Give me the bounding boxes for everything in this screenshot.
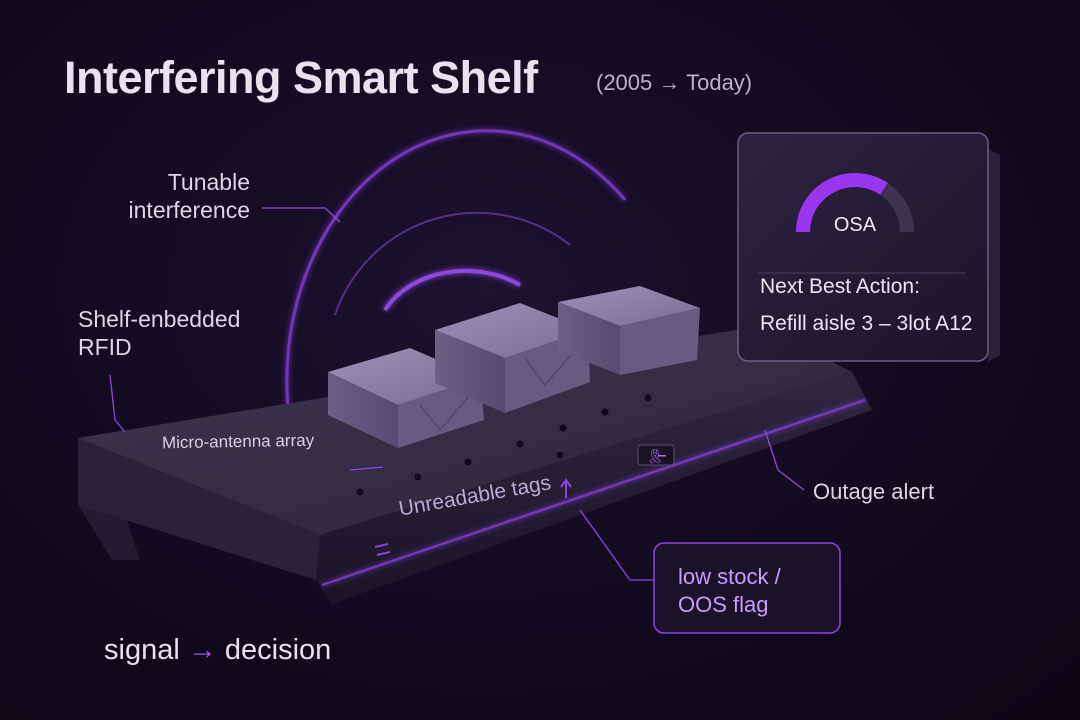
callout-rfid-line1: Shelf-enbedded [78,305,240,333]
shelf-tag: 🎗 [638,445,674,465]
page-title: Interfering Smart Shelf [64,52,538,104]
footer-from: signal [104,634,180,666]
callout-rfid-line2: RFID [78,333,240,361]
oos-flag-line1: low stock / [678,563,781,591]
leader-flag [580,510,655,580]
osa-gauge-label: OSA [822,214,888,237]
footer-to: decision [225,634,331,666]
callout-tunable-interference: Tunable interference [116,168,250,224]
next-best-action-value: Refill aisle 3 – 3lot A12 [760,312,972,336]
page-subtitle: (2005 → Today) [596,70,752,96]
interference-arc-middle [335,213,570,315]
leader-interference [262,208,340,222]
interference-arc-inner [385,271,520,310]
oos-flag-label: low stock / OOS flag [678,563,781,619]
leader-rfid [110,375,125,432]
callout-outage-alert: Outage alert [813,478,934,506]
arrow-right-icon: → [188,634,217,666]
oos-flag-line2: OOS flag [678,591,781,619]
ribbon-icon: 🎗 [646,449,664,465]
callout-shelf-rfid: Shelf-enbedded RFID [78,305,240,361]
next-best-action-label: Next Best Action: [760,275,920,299]
callout-micro-antenna: Micro-antenna array [162,431,314,454]
footer-caption: signal → decision [104,634,331,667]
